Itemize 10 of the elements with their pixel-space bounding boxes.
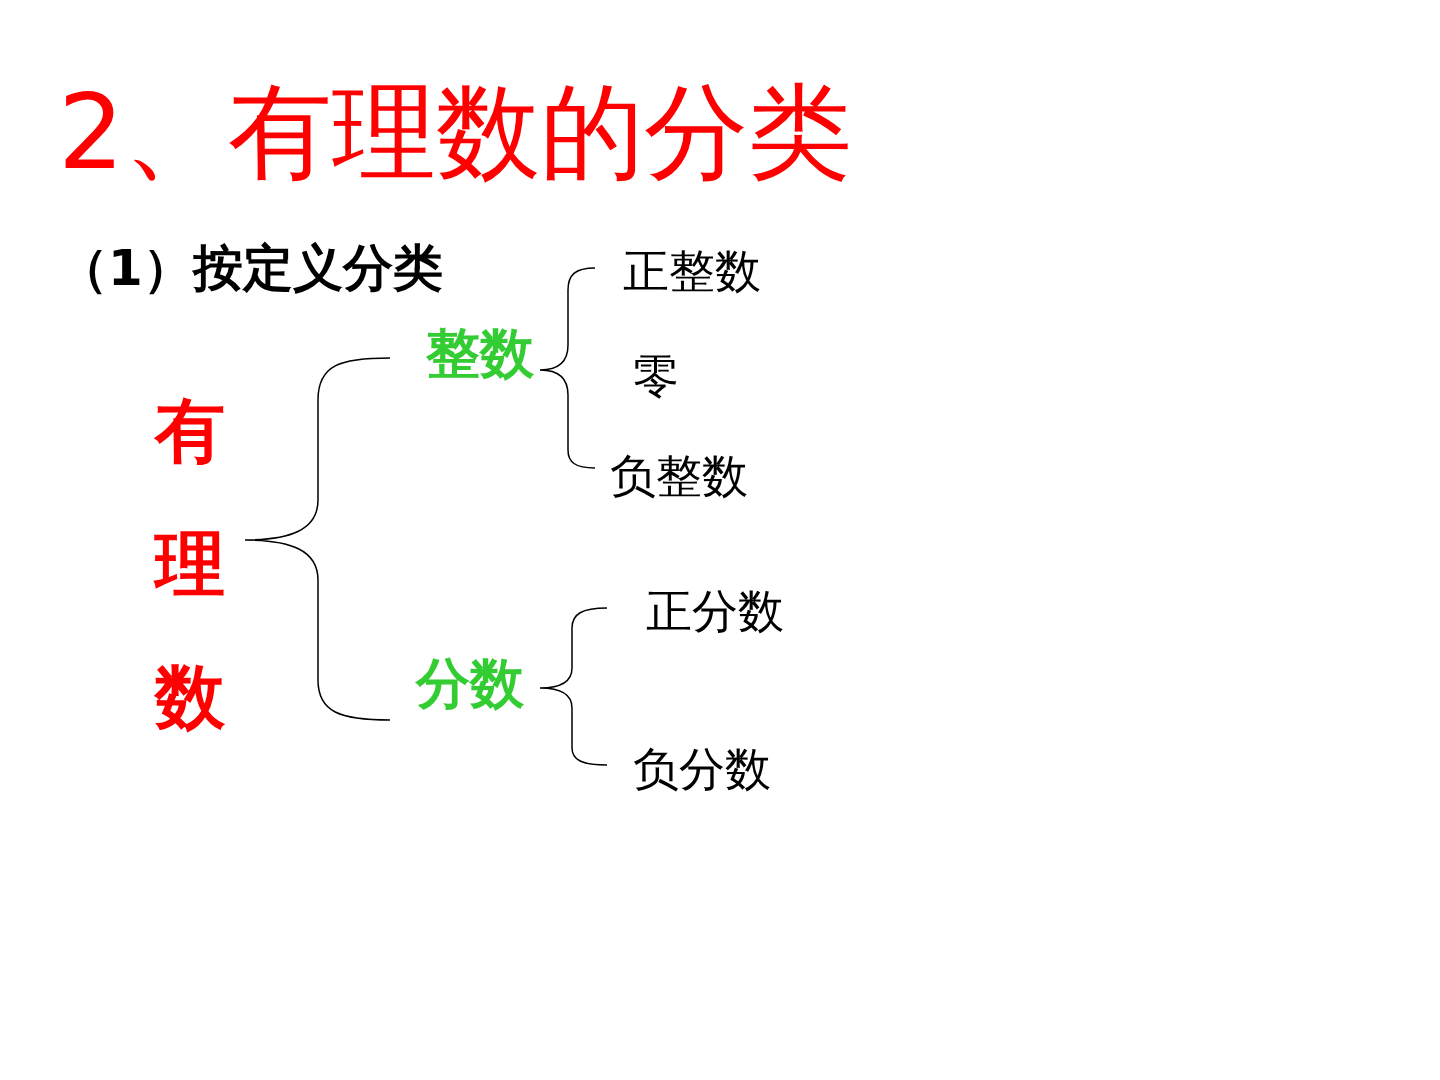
category-label: 负分数 xyxy=(633,742,771,798)
subheading: （1）按定义分类 xyxy=(58,238,443,298)
category-label: 有理数 xyxy=(155,365,225,764)
category-label: 分数 xyxy=(416,652,524,717)
title: 2、有理数的分类 xyxy=(58,70,853,195)
category-label: 正整数 xyxy=(623,244,761,300)
category-label: 整数 xyxy=(426,322,534,387)
category-label: 正分数 xyxy=(646,584,784,640)
category-label: 负整数 xyxy=(610,449,748,505)
category-label: 零 xyxy=(633,349,679,405)
